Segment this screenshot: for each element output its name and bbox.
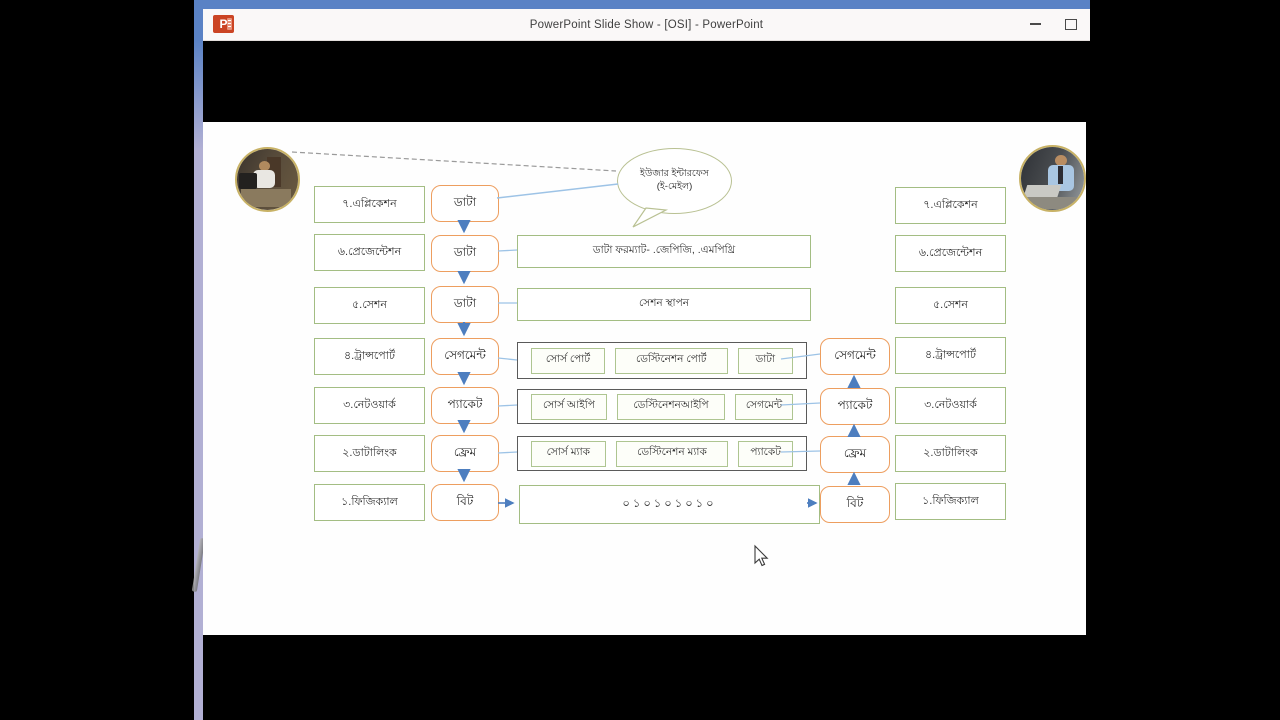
- conn-transport-left: [497, 357, 518, 361]
- destination-mac-box: ডেস্টিনেশন ম্যাক: [615, 440, 729, 467]
- left-layer-7: ৭.এপ্লিকেশন: [314, 186, 425, 223]
- speech-bubble: ইউজার ইন্টারফেস (ই-মেইল): [617, 148, 732, 214]
- maximize-icon: [1065, 18, 1077, 30]
- destination-port-box: ডেস্টিনেশন পোর্ট: [614, 347, 728, 374]
- right-pdu-segment: সেগমেন্ট: [820, 338, 890, 375]
- packet-box: প্যাকেট: [738, 440, 793, 467]
- source-ip-box: সোর্স আইপি: [531, 393, 607, 420]
- window-title: PowerPoint Slide Show - [OSI] - PowerPoi…: [529, 18, 764, 31]
- minimize-button[interactable]: [1022, 12, 1048, 36]
- right-pdu-packet: প্যাকেট: [820, 388, 890, 425]
- datalink-detail-box: সোর্স ম্যাক ডেস্টিনেশন ম্যাক প্যাকেট: [517, 436, 807, 471]
- transport-detail-box: সোর্স পোর্ট ডেস্টিনেশন পোর্ট ডাটা: [517, 342, 807, 379]
- left-layer-5: ৫.সেশন: [314, 287, 425, 324]
- minimize-icon: [1029, 23, 1041, 25]
- data-format-box: ডাটা ফরম্যাট- .জেপিজি, .এমপিথ্রি: [517, 235, 811, 268]
- right-pdu-frame: ফ্রেম: [820, 436, 890, 473]
- right-user-photo: [1019, 145, 1086, 212]
- bubble-line1: ইউজার ইন্টারফেস: [640, 168, 709, 180]
- source-mac-box: সোর্স ম্যাক: [531, 440, 606, 467]
- screen-edge-strip: [194, 0, 203, 720]
- maximize-button[interactable]: [1058, 12, 1084, 36]
- left-layer-2: ২.ডাটালিংক: [314, 435, 425, 472]
- right-layer-2: ২.ডাটালিংক: [895, 435, 1006, 472]
- left-pdu-data-6: ডাটা: [431, 235, 499, 272]
- left-user-photo: [235, 147, 300, 212]
- left-layer-3: ৩.নেটওয়ার্ক: [314, 387, 425, 424]
- titlebar: P PowerPoint Slide Show - [OSI] - PowerP…: [203, 9, 1090, 41]
- right-pdu-bit: বিট: [820, 486, 890, 523]
- right-layer-4: ৪.ট্রান্সপোর্ট: [895, 337, 1006, 374]
- data-box: ডাটা: [737, 347, 793, 374]
- left-layer-6: ৬.প্রেজেন্টেশন: [314, 234, 425, 271]
- powerpoint-icon-letter: P: [219, 17, 228, 31]
- session-box: সেশন স্থাপন: [517, 288, 811, 321]
- right-layer-7: ৭.এপ্লিকেশন: [895, 187, 1006, 224]
- network-detail-box: সোর্স আইপি ডেস্টিনেশনআইপি সেগমেন্ট: [517, 389, 807, 424]
- destination-ip-box: ডেস্টিনেশনআইপি: [616, 393, 726, 420]
- mouse-cursor: [754, 544, 769, 567]
- left-pdu-data-7: ডাটা: [431, 185, 499, 222]
- right-layer-6: ৬.প্রেজেন্টেশন: [895, 235, 1006, 272]
- bubble-line2: (ই-মেইল): [656, 181, 693, 192]
- conn-format: [497, 249, 518, 252]
- left-pdu-segment: সেগমেন্ট: [431, 338, 499, 375]
- data-bubble-line: [496, 183, 619, 199]
- bits-box: ০১০১০১০১০: [519, 485, 820, 524]
- left-layer-4: ৪.ট্রান্সপোর্ট: [314, 338, 425, 375]
- powerpoint-icon: P: [213, 15, 234, 33]
- window-top-accent: [203, 0, 1090, 9]
- left-pdu-packet: প্যাকেট: [431, 387, 499, 424]
- left-layer-1: ১.ফিজিক্যাল: [314, 484, 425, 521]
- right-layer-1: ১.ফিজিক্যাল: [895, 483, 1006, 520]
- conn-datalink-left: [497, 451, 518, 454]
- left-pdu-frame: ফ্রেম: [431, 435, 499, 472]
- photo-bubble-dashed-line: [291, 151, 617, 172]
- slide-canvas[interactable]: ইউজার ইন্টারফেস (ই-মেইল) ৭.এপ্লিকেশন ৬.প…: [203, 122, 1086, 635]
- source-port-box: সোর্স পোর্ট: [531, 347, 605, 374]
- segment-box: সেগমেন্ট: [735, 393, 793, 420]
- conn-network-left: [497, 404, 518, 407]
- left-pdu-data-5: ডাটা: [431, 286, 499, 323]
- left-pdu-bit: বিট: [431, 484, 499, 521]
- right-layer-5: ৫.সেশন: [895, 287, 1006, 324]
- right-layer-3: ৩.নেটওয়ার্ক: [895, 387, 1006, 424]
